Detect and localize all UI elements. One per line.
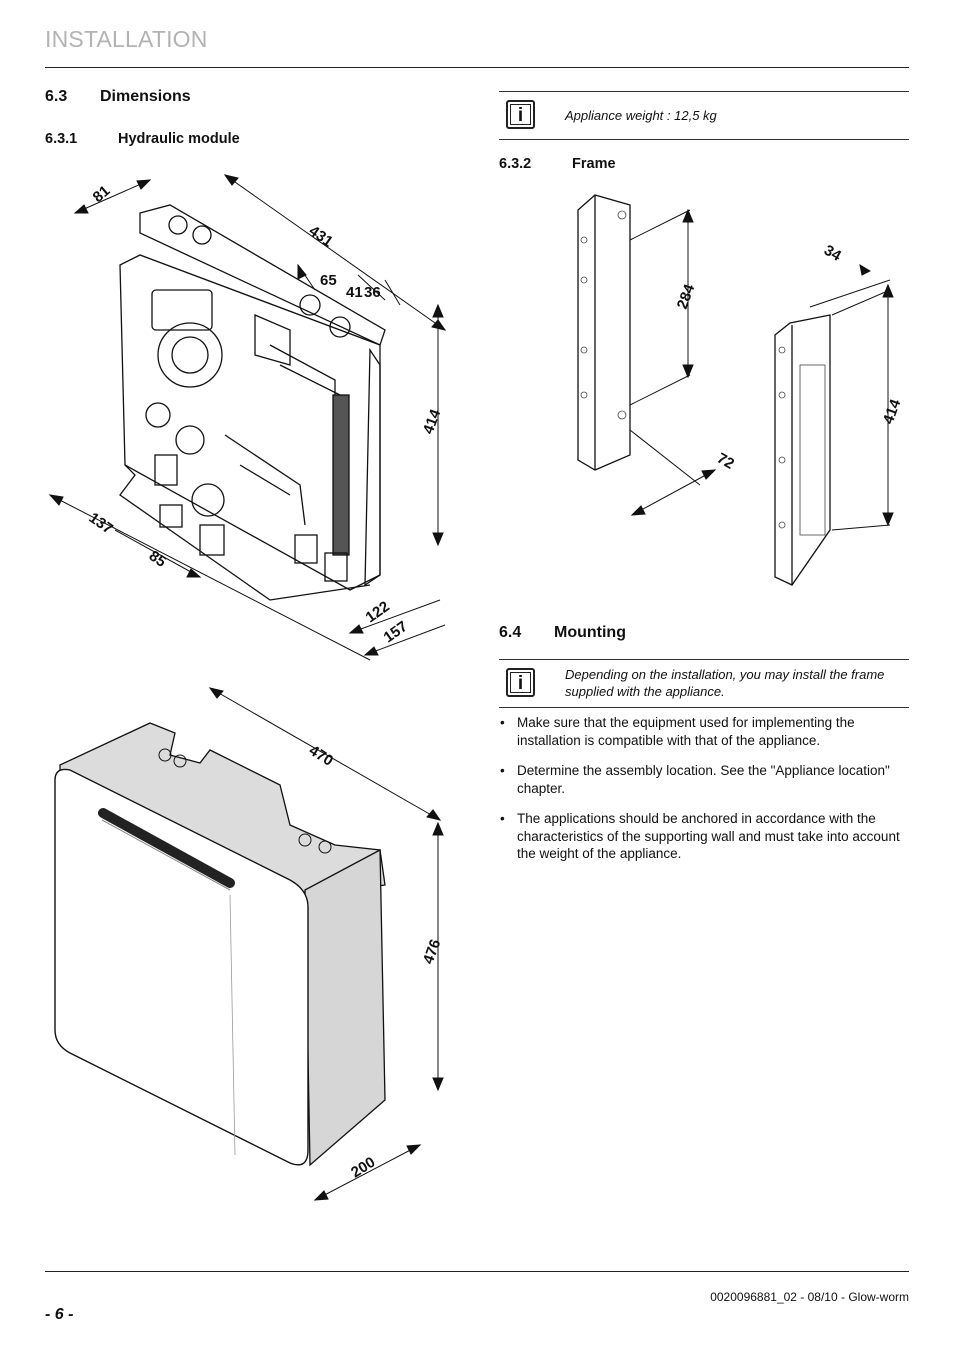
list-item: • The applications should be anchored in … bbox=[499, 810, 909, 863]
section-6-3-heading: 6.3 Dimensions bbox=[45, 88, 191, 106]
list-item-text: Make sure that the equipment used for im… bbox=[517, 715, 855, 748]
bullet-symbol: • bbox=[500, 715, 505, 730]
dim-41: 41 bbox=[346, 284, 363, 301]
frame-dim-34: 34 bbox=[821, 242, 845, 265]
section-6-3-1-heading: 6.3.1 Hydraulic module bbox=[45, 131, 240, 147]
mounting-info-text: Depending on the installation, you may i… bbox=[565, 667, 885, 699]
hydraulic-module-figure: 81 431 65 41 36 414 137 85 122 157 bbox=[40, 165, 470, 665]
dim-65: 65 bbox=[320, 272, 337, 289]
bullet-symbol: • bbox=[500, 811, 505, 826]
info-icon: i bbox=[506, 668, 535, 697]
section-6-3-2-heading: 6.3.2 Frame bbox=[499, 156, 616, 172]
list-item-text: The applications should be anchored in a… bbox=[517, 811, 900, 861]
section-6-4-heading: 6.4 Mounting bbox=[499, 624, 626, 642]
frame-figure: 284 72 34 414 bbox=[570, 185, 910, 595]
info-icon: i bbox=[506, 100, 535, 129]
section-number: 6.3.1 bbox=[45, 131, 78, 147]
mounting-info-box: i Depending on the installation, you may… bbox=[499, 659, 909, 708]
section-title: Dimensions bbox=[100, 88, 191, 105]
dim-200: 200 bbox=[348, 1154, 378, 1182]
dim-122: 122 bbox=[363, 598, 393, 626]
section-title: Hydraulic module bbox=[118, 131, 240, 147]
weight-info-text: Appliance weight : 12,5 kg bbox=[565, 108, 717, 123]
frame-dim-284: 284 bbox=[674, 281, 699, 311]
header-rule bbox=[45, 67, 909, 68]
list-item: • Determine the assembly location. See th… bbox=[499, 762, 909, 797]
list-item-text: Determine the assembly location. See the… bbox=[517, 763, 890, 796]
section-number: 6.3.2 bbox=[499, 156, 532, 172]
section-number: 6.4 bbox=[499, 624, 522, 641]
frame-dim-414: 414 bbox=[880, 396, 905, 426]
section-title: Frame bbox=[572, 156, 616, 172]
mounting-instructions-list: • Make sure that the equipment used for i… bbox=[499, 714, 909, 876]
section-title: Mounting bbox=[554, 624, 626, 641]
casing-figure: 470 476 200 bbox=[40, 685, 470, 1215]
bullet-symbol: • bbox=[500, 763, 505, 778]
dim-476: 476 bbox=[420, 937, 445, 966]
frame-dim-72: 72 bbox=[714, 450, 737, 473]
dim-414: 414 bbox=[420, 406, 445, 436]
document-reference: 0020096881_02 - 08/10 - Glow-worm bbox=[710, 1290, 909, 1304]
dim-157: 157 bbox=[381, 618, 411, 646]
list-item: • Make sure that the equipment used for i… bbox=[499, 714, 909, 749]
dim-81: 81 bbox=[90, 182, 114, 206]
dim-85: 85 bbox=[146, 547, 169, 570]
header-title: INSTALLATION bbox=[45, 26, 208, 52]
section-number: 6.3 bbox=[45, 88, 68, 105]
weight-info-box: i Appliance weight : 12,5 kg bbox=[499, 91, 909, 140]
dim-36: 36 bbox=[364, 284, 381, 301]
page-number: - 6 - bbox=[45, 1306, 74, 1323]
dim-431: 431 bbox=[306, 222, 336, 250]
footer-rule bbox=[45, 1271, 909, 1272]
dim-137: 137 bbox=[86, 509, 116, 537]
